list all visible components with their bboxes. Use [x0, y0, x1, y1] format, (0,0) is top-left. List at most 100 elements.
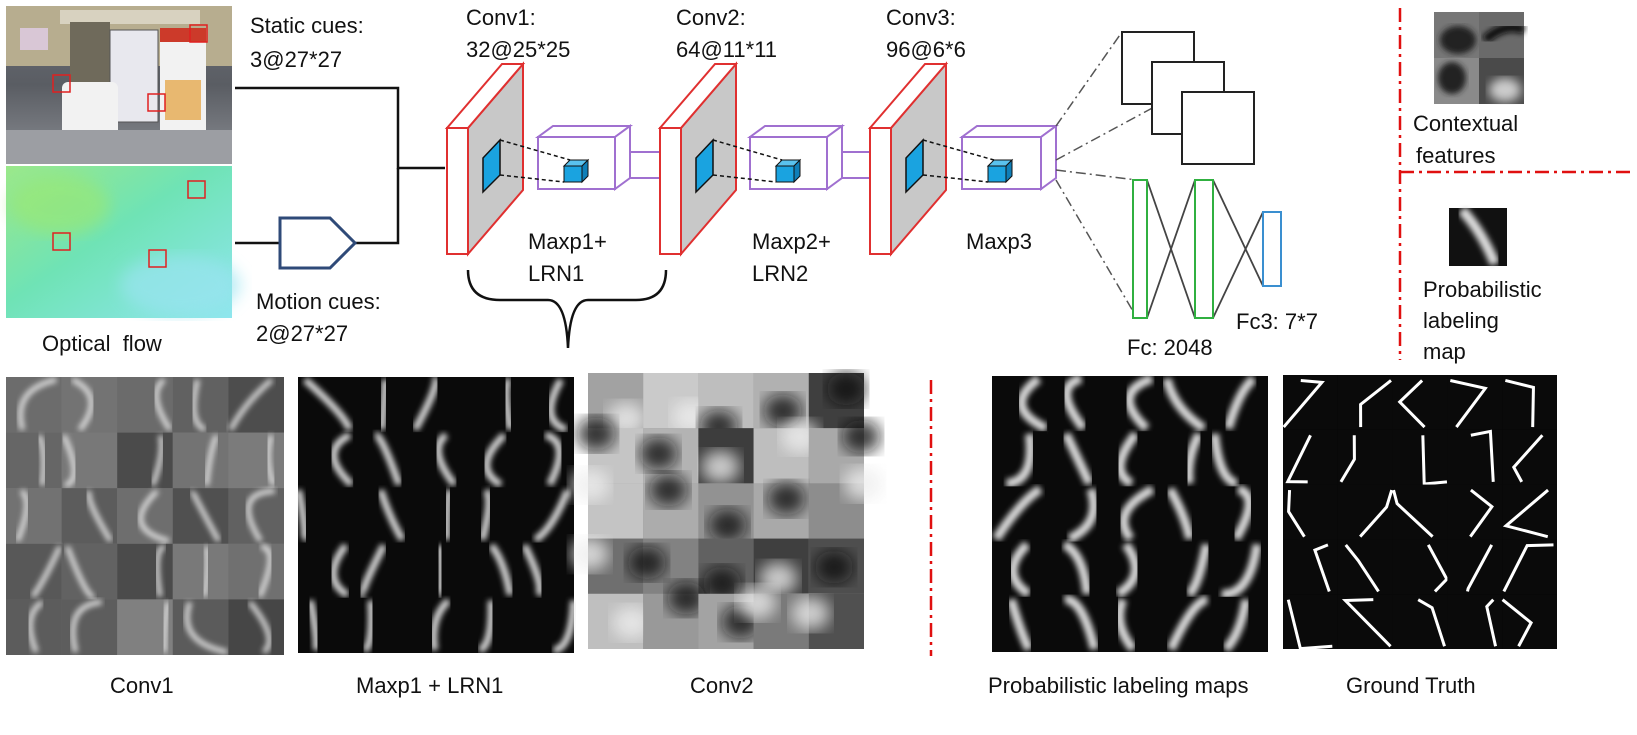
feature-tile	[353, 431, 409, 488]
feature-tile	[1047, 540, 1103, 597]
motion-cues-label: Motion cues:	[256, 289, 381, 314]
conv2-dim: 64@11*11	[676, 37, 778, 62]
feature-tile	[992, 596, 1048, 652]
feature-tile	[1212, 484, 1268, 542]
feature-tile	[518, 431, 574, 488]
feature-tile	[1157, 431, 1213, 487]
feature-tile	[61, 432, 118, 489]
maxp2-layer	[712, 124, 871, 191]
feature-tile	[408, 487, 464, 543]
static-input-image	[6, 6, 232, 164]
feature-tile	[1392, 429, 1448, 486]
feature-tile	[808, 467, 883, 539]
feature-tile	[463, 597, 519, 654]
feature-tile	[1157, 541, 1213, 599]
conv1-title: Conv1:	[466, 5, 536, 30]
feature-tile	[1283, 594, 1338, 651]
feature-tile	[298, 542, 354, 599]
feature-tile	[1392, 375, 1448, 430]
legend-dividers	[929, 8, 1630, 656]
feature-tile	[6, 488, 62, 544]
feature-tile	[172, 488, 229, 544]
feature-tile	[1392, 594, 1448, 649]
feature-tile	[298, 431, 355, 488]
feature-tile	[518, 597, 578, 654]
maxp2-label-b: LRN2	[752, 261, 809, 286]
feature-tile	[1502, 539, 1557, 595]
feature-tile	[1283, 484, 1338, 540]
conv3-layer	[867, 61, 949, 257]
context-feature-maps	[1121, 31, 1255, 165]
feature-tile	[353, 542, 409, 599]
feature-tile	[228, 377, 284, 433]
prob-label-a: Probabilistic	[1423, 277, 1542, 302]
bottom-conv1-label: Conv1	[110, 673, 174, 698]
feature-tile	[1447, 539, 1503, 595]
feature-tile	[643, 581, 706, 649]
feature-tile	[6, 599, 62, 655]
maxp1-feature-grid	[295, 376, 578, 654]
feature-tile	[228, 543, 284, 600]
projection-lines	[1055, 31, 1183, 319]
feature-tile	[1447, 594, 1503, 649]
fc-layers	[1132, 179, 1282, 319]
feature-tile	[6, 543, 63, 600]
feature-tile	[117, 543, 173, 600]
static-cues-dim: 3@27*27	[250, 47, 343, 72]
feature-tile	[298, 597, 354, 653]
fc3-label: Fc3: 7*7	[1236, 309, 1318, 334]
feature-tile	[698, 373, 754, 443]
maxp3-label: Maxp3	[966, 229, 1033, 254]
feature-tile	[353, 487, 409, 543]
feature-tile	[518, 487, 574, 543]
feature-tile	[518, 542, 574, 598]
feature-tile	[1212, 541, 1268, 599]
prob-maps-grid	[992, 374, 1268, 653]
feature-tile	[1447, 429, 1503, 485]
feature-tile	[992, 541, 1048, 598]
feature-tile	[1337, 484, 1394, 540]
feature-tile	[353, 377, 409, 433]
contextual-label-a: Contextual	[1413, 111, 1519, 136]
feature-tile	[6, 432, 62, 489]
feature-tile	[1047, 595, 1103, 652]
ground-truth-grid	[1282, 375, 1557, 651]
feature-tile	[172, 432, 229, 489]
feature-tile	[295, 487, 354, 543]
feature-tile	[408, 432, 464, 488]
feature-tile	[1501, 594, 1557, 649]
feature-tile	[1447, 375, 1503, 430]
feature-tile	[1047, 374, 1103, 432]
feature-tile	[1210, 431, 1268, 489]
maxp1-label-b: LRN1	[528, 261, 585, 286]
feature-tile	[1283, 539, 1338, 595]
maxp1-layer	[499, 124, 661, 191]
feature-tile	[408, 542, 464, 599]
feature-tile	[992, 485, 1048, 542]
feature-tile	[1282, 375, 1338, 430]
optical-flow-image	[6, 166, 240, 318]
feature-tile	[228, 432, 284, 489]
feature-tile	[61, 599, 118, 655]
feature-tile	[117, 377, 173, 433]
feature-tile	[463, 432, 519, 488]
conv1-dim: 32@25*25	[466, 37, 571, 62]
curly-brace	[466, 269, 668, 349]
feature-tile	[992, 431, 1048, 489]
bottom-maxp1-label: Maxp1 + LRN1	[356, 673, 504, 698]
feature-tile	[353, 597, 409, 654]
feature-tile	[1102, 485, 1158, 542]
feature-tile	[228, 488, 284, 544]
feature-tile	[1102, 596, 1158, 653]
feature-tile	[228, 599, 284, 655]
feature-tile	[61, 543, 118, 600]
fc-label: Fc: 2048	[1127, 335, 1213, 360]
conv2-feature-grid	[570, 372, 883, 649]
feature-tile	[6, 377, 62, 433]
feature-tile	[808, 372, 866, 429]
feature-tile	[698, 428, 754, 484]
bottom-ground-truth-label: Ground Truth	[1346, 673, 1476, 698]
bottom-conv2-label: Conv2	[690, 673, 754, 698]
feature-tile	[408, 597, 464, 653]
conv1-layer	[444, 61, 526, 257]
